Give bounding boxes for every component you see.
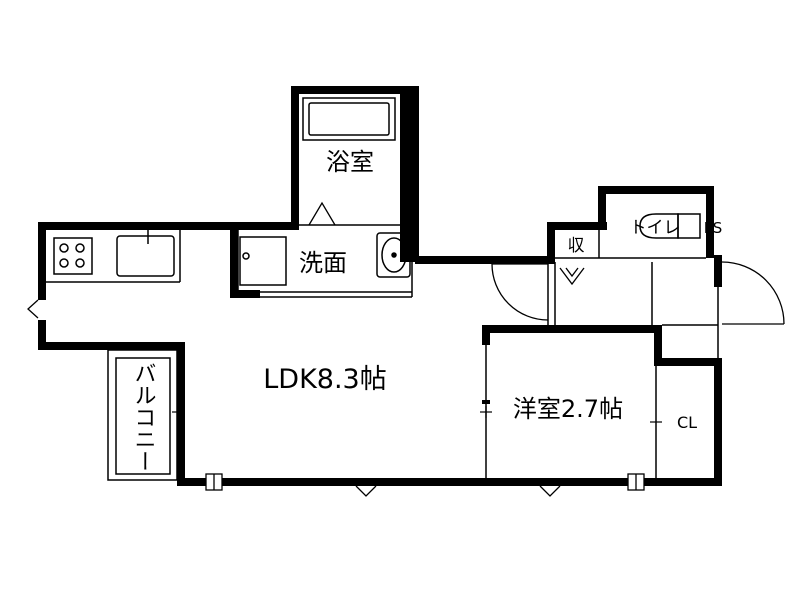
ticks bbox=[172, 406, 662, 423]
exterior-walls bbox=[38, 86, 722, 486]
toilet-label: トイレ bbox=[630, 218, 681, 238]
ldk-label: LDK8.3帖 bbox=[263, 364, 386, 395]
ps-label: PS bbox=[704, 219, 723, 237]
western-room-label: 洋室2.7帖 bbox=[513, 395, 623, 423]
bath-label: 浴室 bbox=[326, 148, 374, 176]
washroom-label: 洗面 bbox=[299, 249, 347, 277]
closet-label: CL bbox=[677, 413, 697, 432]
stove bbox=[53, 237, 93, 275]
bathtub bbox=[302, 97, 396, 141]
interior-lines bbox=[46, 224, 719, 481]
storage-label: 収 bbox=[568, 236, 585, 256]
balcony-label: バルコニー bbox=[131, 362, 156, 472]
washing-machine-pan bbox=[239, 236, 287, 286]
washbasin bbox=[376, 232, 411, 278]
window-marks bbox=[205, 473, 645, 497]
kitchen-sink bbox=[116, 230, 175, 277]
toilet-fixture bbox=[639, 213, 701, 239]
doors bbox=[27, 201, 785, 325]
